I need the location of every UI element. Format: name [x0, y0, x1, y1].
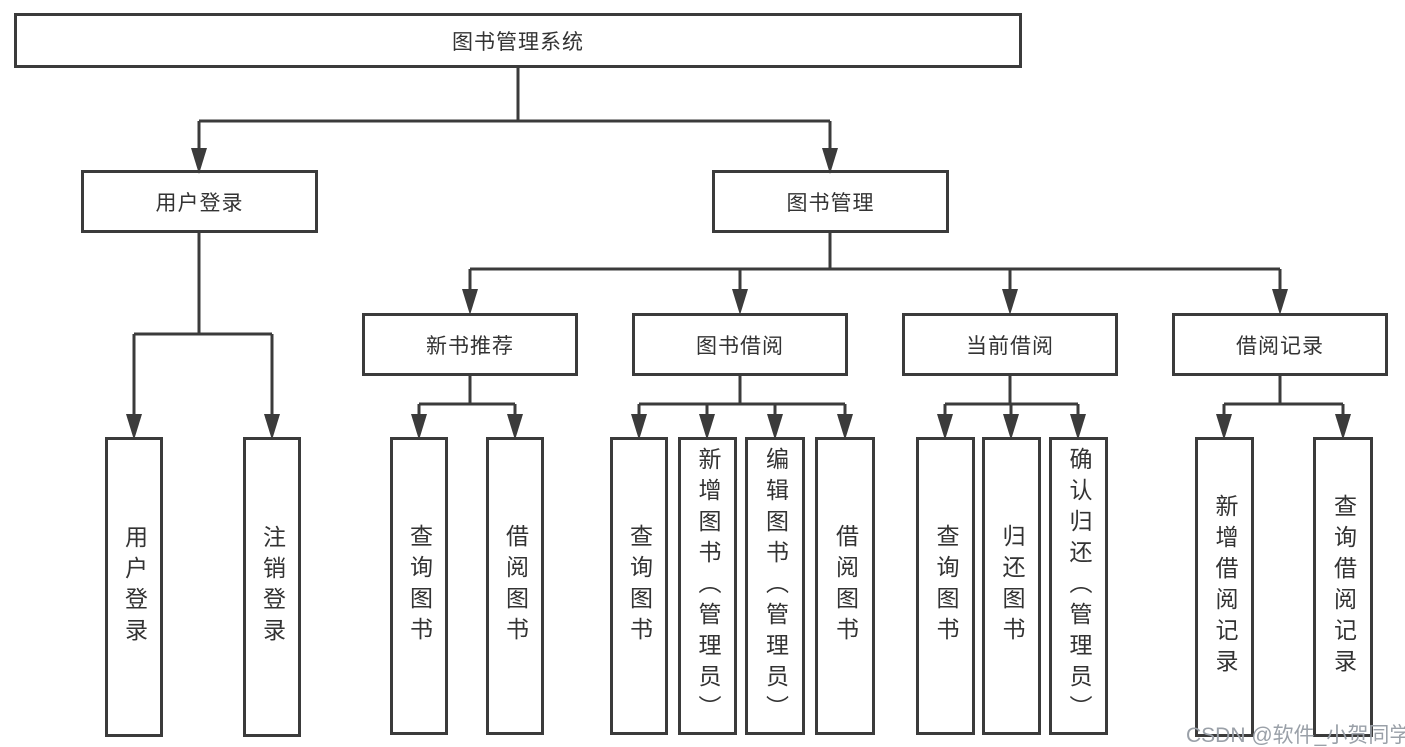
node-new-book-recommend: 新书推荐	[362, 313, 578, 376]
node-label: 用户登录	[121, 525, 148, 649]
arrow-down-icon	[732, 289, 748, 315]
leaf-current-confirm-admin: 确认归还（管理员）	[1049, 437, 1108, 735]
node-label: 图书管理	[786, 191, 875, 215]
leaf-user-login: 用户登录	[105, 437, 163, 737]
leaf-borrow-query: 查询图书	[610, 437, 668, 735]
node-user-login: 用户登录	[81, 170, 318, 233]
node-book-mgmt: 图书管理	[712, 170, 949, 233]
arrow-down-icon	[462, 289, 478, 315]
node-label: 新书推荐	[426, 334, 514, 358]
node-label: 借阅图书	[832, 524, 859, 648]
leaf-borrow-edit-admin: 编辑图书（管理员）	[745, 437, 805, 735]
arrow-down-icon	[1002, 289, 1018, 315]
node-label: 归还图书	[999, 524, 1025, 648]
leaf-records-query: 查询借阅记录	[1313, 437, 1373, 737]
leaf-logout: 注销登录	[243, 437, 301, 737]
node-label: 查询图书	[406, 524, 433, 648]
node-label: 确认归还（管理员）	[1066, 446, 1092, 726]
node-label: 查询图书	[933, 524, 959, 648]
node-current-borrow: 当前借阅	[902, 313, 1118, 376]
node-label: 用户登录	[155, 191, 244, 215]
node-label: 新增借阅记录	[1212, 494, 1238, 680]
node-label: 编辑图书（管理员）	[762, 446, 789, 726]
node-label: 图书借阅	[696, 334, 784, 358]
leaf-current-query: 查询图书	[916, 437, 975, 735]
node-label: 注销登录	[259, 525, 286, 649]
node-label: 借阅记录	[1236, 334, 1324, 358]
leaf-records-add: 新增借阅记录	[1195, 437, 1254, 737]
leaf-newbook-query: 查询图书	[390, 437, 448, 735]
leaf-newbook-borrow: 借阅图书	[486, 437, 544, 735]
node-label: 图书管理系统	[452, 30, 584, 54]
leaf-borrow-add-admin: 新增图书（管理员）	[678, 437, 737, 735]
node-label: 新增图书（管理员）	[695, 446, 721, 726]
node-borrow-records: 借阅记录	[1172, 313, 1388, 376]
node-label: 查询图书	[626, 524, 653, 648]
node-root-system: 图书管理系统	[14, 13, 1022, 68]
node-label: 当前借阅	[966, 334, 1054, 358]
node-book-borrow: 图书借阅	[632, 313, 848, 376]
csdn-watermark: CSDN @软件_小贺同学	[1186, 724, 1405, 747]
leaf-current-return: 归还图书	[982, 437, 1041, 735]
arrow-down-icon	[1272, 289, 1288, 315]
leaf-borrow-borrow: 借阅图书	[815, 437, 875, 735]
node-label: 查询借阅记录	[1330, 494, 1357, 680]
node-label: 借阅图书	[502, 524, 529, 648]
